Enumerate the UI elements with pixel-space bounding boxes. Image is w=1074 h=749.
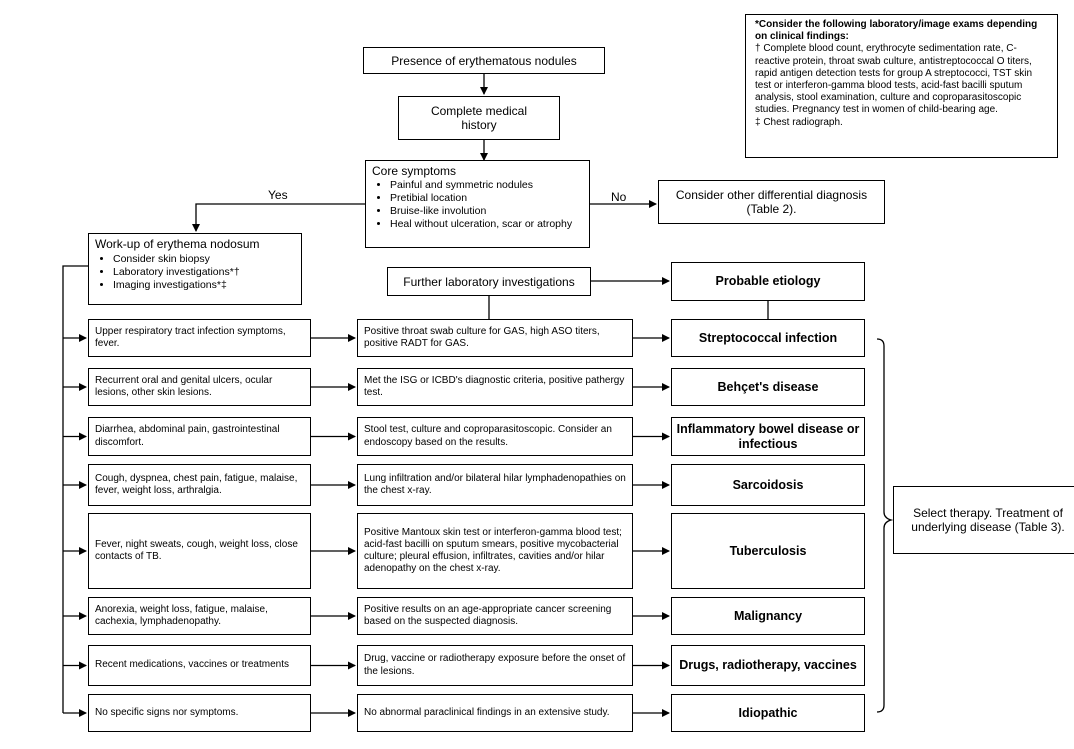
list-item: Heal without ulceration, scar or atrophy xyxy=(390,218,583,231)
investigation-text: No abnormal paraclinical findings in an … xyxy=(364,706,610,718)
etiology-box: Behçet's disease xyxy=(671,368,865,406)
history-text: Complete medical history xyxy=(430,104,528,132)
investigation-text: Positive results on an age-appropriate c… xyxy=(364,603,612,627)
investigation-box: Positive Mantoux skin test or interferon… xyxy=(357,513,633,589)
etiology-text: Behçet's disease xyxy=(717,379,819,394)
etiology-box: Drugs, radiotherapy, vaccines xyxy=(671,645,865,686)
symptoms-text: Cough, dyspnea, chest pain, fatigue, mal… xyxy=(95,472,298,496)
symptoms-box: Anorexia, weight loss, fatigue, malaise,… xyxy=(88,597,311,635)
symptoms-text: Recurrent oral and genital ulcers, ocula… xyxy=(95,374,273,398)
further-investigations-text: Further laboratory investigations xyxy=(403,274,575,289)
etiology-box: Idiopathic xyxy=(671,694,865,732)
investigation-box: Stool test, culture and coproparasitosco… xyxy=(357,417,633,456)
symptoms-box: Recurrent oral and genital ulcers, ocula… xyxy=(88,368,311,406)
symptoms-box: No specific signs nor symptoms. xyxy=(88,694,311,732)
investigation-box: Positive throat swab culture for GAS, hi… xyxy=(357,319,633,357)
yes-label: Yes xyxy=(268,188,288,202)
investigation-text: Positive Mantoux skin test or interferon… xyxy=(364,526,622,575)
core-symptoms-box: Core symptoms Painful and symmetric nodu… xyxy=(365,160,590,248)
list-item: Bruise-like involution xyxy=(390,205,583,218)
list-item: Laboratory investigations*† xyxy=(113,266,295,279)
notes-title: *Consider the following laboratory/image… xyxy=(755,19,1038,43)
list-item: Painful and symmetric nodules xyxy=(390,179,583,192)
investigation-box: No abnormal paraclinical findings in an … xyxy=(357,694,633,732)
therapy-box: Select therapy. Treatment of underlying … xyxy=(893,486,1074,554)
right-brace xyxy=(876,338,894,713)
differential-box: Consider other differential diagnosis (T… xyxy=(658,180,885,224)
investigation-text: Drug, vaccine or radiotherapy exposure b… xyxy=(364,653,626,677)
investigation-box: Met the ISG or ICBD's diagnostic criteri… xyxy=(357,368,633,406)
investigation-text: Met the ISG or ICBD's diagnostic criteri… xyxy=(364,374,625,398)
symptoms-box: Upper respiratory tract infection sympto… xyxy=(88,319,311,357)
etiology-box: Malignancy xyxy=(671,597,865,635)
investigation-box: Drug, vaccine or radiotherapy exposure b… xyxy=(357,645,633,686)
symptoms-box: Fever, night sweats, cough, weight loss,… xyxy=(88,513,311,589)
notes-box: *Consider the following laboratory/image… xyxy=(745,14,1058,158)
differential-text: Consider other differential diagnosis (T… xyxy=(675,188,868,216)
symptoms-box: Cough, dyspnea, chest pain, fatigue, mal… xyxy=(88,464,311,506)
etiology-box: Streptococcal infection xyxy=(671,319,865,357)
probable-etiology-text: Probable etiology xyxy=(715,274,821,288)
etiology-text: Drugs, radiotherapy, vaccines xyxy=(679,658,857,672)
symptoms-box: Recent medications, vaccines or treatmen… xyxy=(88,645,311,686)
etiology-text: Idiopathic xyxy=(738,705,798,720)
etiology-text: Malignancy xyxy=(733,608,803,623)
notes-line-2: ‡ Chest radiograph. xyxy=(755,116,843,128)
investigation-box: Positive results on an age-appropriate c… xyxy=(357,597,633,635)
start-box: Presence of erythematous nodules xyxy=(363,47,605,74)
start-text: Presence of erythematous nodules xyxy=(391,53,577,68)
symptoms-text: Upper respiratory tract infection sympto… xyxy=(95,325,286,349)
notes-line-1: † Complete blood count, erythrocyte sedi… xyxy=(755,43,1033,116)
etiology-text: Tuberculosis xyxy=(729,543,807,558)
etiology-box: Sarcoidosis xyxy=(671,464,865,506)
etiology-box: Tuberculosis xyxy=(671,513,865,589)
symptoms-text: No specific signs nor symptoms. xyxy=(95,706,239,718)
etiology-text: Inflammatory bowel disease or infectious xyxy=(676,421,860,451)
etiology-text: Sarcoidosis xyxy=(732,477,804,492)
workup-box: Work-up of erythema nodosum Consider ski… xyxy=(88,233,302,305)
no-label: No xyxy=(611,190,627,204)
investigation-text: Lung infiltration and/or bilateral hilar… xyxy=(364,472,626,496)
workup-list: Consider skin biopsy Laboratory investig… xyxy=(95,253,295,292)
core-symptoms-list: Painful and symmetric nodules Pretibial … xyxy=(372,179,583,231)
core-symptoms-title: Core symptoms xyxy=(372,164,457,178)
arrow-yes xyxy=(192,203,365,232)
therapy-text: Select therapy. Treatment of underlying … xyxy=(911,506,1065,534)
further-investigations-box: Further laboratory investigations xyxy=(387,267,591,296)
history-box: Complete medical history xyxy=(398,96,560,140)
list-item: Imaging investigations*‡ xyxy=(113,279,295,292)
investigation-box: Lung infiltration and/or bilateral hilar… xyxy=(357,464,633,506)
list-item: Pretibial location xyxy=(390,192,583,205)
list-item: Consider skin biopsy xyxy=(113,253,295,266)
symptoms-text: Fever, night sweats, cough, weight loss,… xyxy=(95,538,298,562)
etiology-text: Streptococcal infection xyxy=(698,330,838,345)
probable-etiology-box: Probable etiology xyxy=(671,262,865,301)
investigation-text: Positive throat swab culture for GAS, hi… xyxy=(364,325,600,349)
workup-title: Work-up of erythema nodosum xyxy=(95,237,260,251)
symptoms-text: Diarrhea, abdominal pain, gastrointestin… xyxy=(95,424,280,448)
symptoms-text: Recent medications, vaccines or treatmen… xyxy=(95,659,289,671)
left-trunk xyxy=(62,265,88,713)
symptoms-box: Diarrhea, abdominal pain, gastrointestin… xyxy=(88,417,311,456)
symptoms-text: Anorexia, weight loss, fatigue, malaise,… xyxy=(95,603,268,627)
etiology-box: Inflammatory bowel disease or infectious xyxy=(671,417,865,456)
investigation-text: Stool test, culture and coproparasitosco… xyxy=(364,424,612,448)
